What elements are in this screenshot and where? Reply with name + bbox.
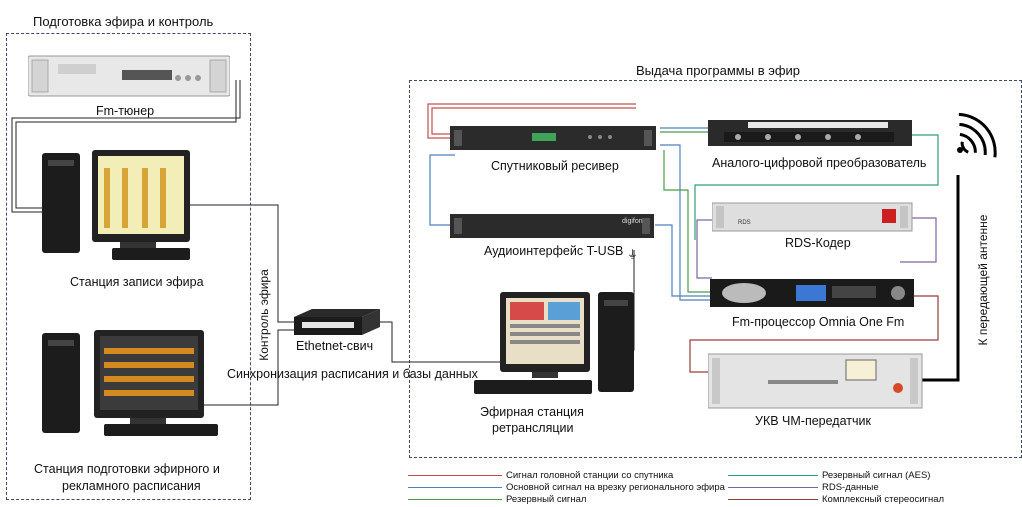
air-control-annotation: Контроль эфира — [257, 269, 271, 361]
schedule-station-label-line2: рекламного расписания — [62, 479, 201, 493]
fm-tuner-device — [27, 52, 231, 102]
to-antenna-annotation: К передающей антенне — [976, 214, 990, 346]
legend-swatch — [728, 499, 818, 500]
legend-swatch — [728, 487, 818, 488]
rds-coder-device: RDS — [711, 200, 914, 234]
broadcast-station-label-line1: Эфирная станция — [480, 405, 584, 419]
sync-annotation: Синхронизация расписания и базы данных — [227, 367, 478, 381]
satellite-receiver-label: Спутниковый ресивер — [491, 159, 619, 173]
legend-swatch — [408, 487, 502, 488]
adc-device — [708, 116, 912, 150]
schedule-station-computer — [42, 328, 220, 438]
broadcast-station-computer — [470, 290, 650, 402]
left-section-frame — [6, 33, 251, 500]
legend-text: Резервный сигнал (AES) — [822, 470, 931, 481]
left-section-title: Подготовка эфира и контроль — [33, 14, 214, 29]
fm-transmitter-device — [707, 352, 924, 410]
fm-processor-label: Fm-процессор Omnia One Fm — [732, 315, 905, 329]
legend-swatch — [408, 475, 502, 476]
legend: Сигнал головной станции со спутника Осно… — [408, 470, 968, 506]
right-section-title: Выдача программы в эфир — [636, 63, 801, 78]
adc-label: Аналого-цифровой преобразователь — [712, 156, 927, 170]
fm-transmitter-label: УКВ ЧМ-передатчик — [755, 414, 871, 428]
legend-text: RDS-данные — [822, 482, 879, 493]
broadcast-station-label-line2: ретрансляции — [492, 421, 574, 435]
satellite-receiver-device — [450, 122, 660, 154]
legend-swatch — [728, 475, 818, 476]
usb-icon: ⏚ — [627, 249, 638, 261]
ethernet-switch-label: Ethetnet-свич — [296, 339, 374, 353]
legend-text: Резервный сигнал — [506, 494, 587, 505]
schedule-station-label-line1: Станция подготовки эфирного и — [34, 462, 220, 476]
legend-swatch — [408, 499, 502, 500]
audio-interface-device: digifon — [450, 210, 658, 242]
recording-station-label: Станция записи эфира — [70, 275, 204, 289]
rds-coder-label: RDS-Кодер — [785, 236, 851, 250]
recording-station-computer — [42, 148, 192, 263]
fm-processor-device — [710, 276, 914, 310]
digifon-brand-text: digifon — [622, 218, 643, 225]
rds-brand-text: RDS — [738, 220, 751, 226]
ethernet-switch-device — [290, 307, 382, 337]
audio-interface-label: Аудиоинтерфейс T-USB — [484, 244, 624, 258]
legend-text: Комплексный стереосигнал — [822, 494, 945, 505]
legend-text: Основной сигнал на врезку регионального … — [506, 482, 725, 493]
antenna-icon — [950, 110, 1010, 170]
fm-tuner-label: Fm-тюнер — [96, 104, 155, 118]
legend-text: Сигнал головной станции со спутника — [506, 470, 674, 481]
